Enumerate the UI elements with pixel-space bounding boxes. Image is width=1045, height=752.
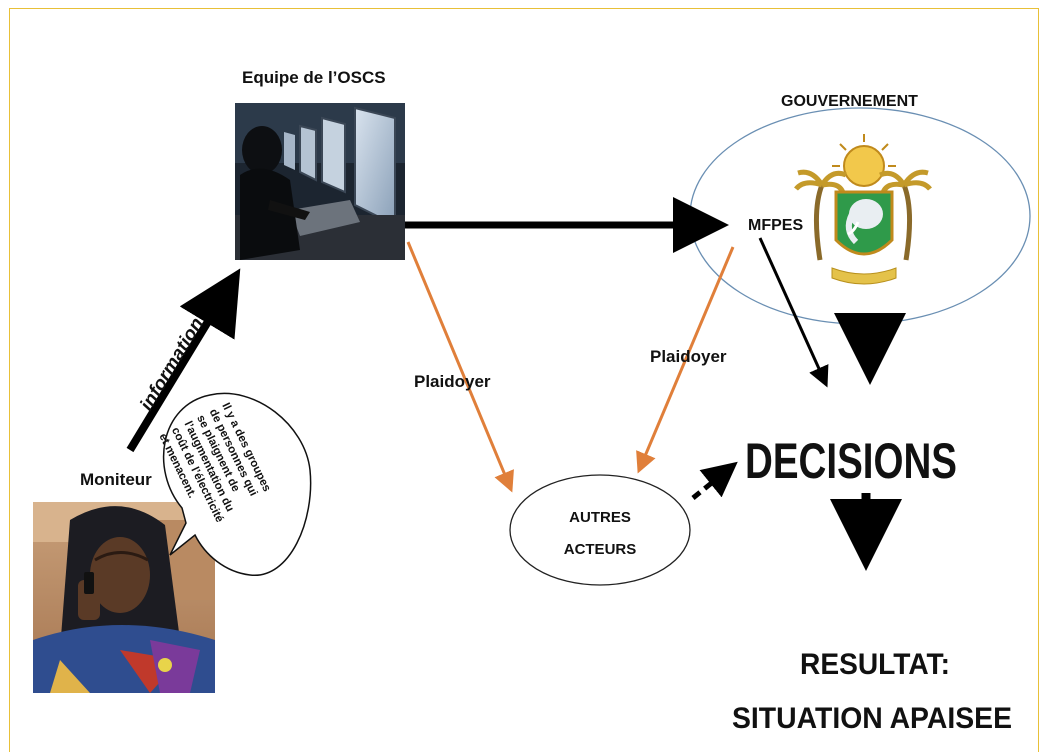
moniteur-label: Moniteur xyxy=(80,470,152,489)
mfpes-to-decisions-arrow xyxy=(758,237,829,388)
information-arrow xyxy=(126,268,241,453)
government-label: GOUVERNEMENT xyxy=(781,93,918,110)
plaidoyer-right-label: Plaidoyer xyxy=(650,347,727,366)
speech-bubble xyxy=(162,392,312,576)
oscs-team-label: Equipe de l’OSCS xyxy=(242,68,386,87)
oscs-team-photo xyxy=(235,103,405,260)
autres-to-decisions-dashed-arrow xyxy=(691,461,738,500)
plaidoyer-right-arrow xyxy=(636,246,735,474)
decisions-label: DECISIONS xyxy=(745,433,957,489)
autres-acteurs-ellipse xyxy=(509,474,691,586)
acteurs-label: ACTEURS xyxy=(564,541,637,558)
frame-border xyxy=(9,8,1039,752)
autres-label: AUTRES xyxy=(569,509,631,526)
resultat-label-line1: RESULTAT: xyxy=(800,648,950,681)
resultat-label-line2: SITUATION APAISEE xyxy=(732,702,1012,735)
mfpes-label: MFPES xyxy=(748,217,803,234)
plaidoyer-left-label: Plaidoyer xyxy=(414,372,491,391)
plaidoyer-left-arrow xyxy=(406,241,514,493)
coat-of-arms-icon xyxy=(794,134,932,285)
